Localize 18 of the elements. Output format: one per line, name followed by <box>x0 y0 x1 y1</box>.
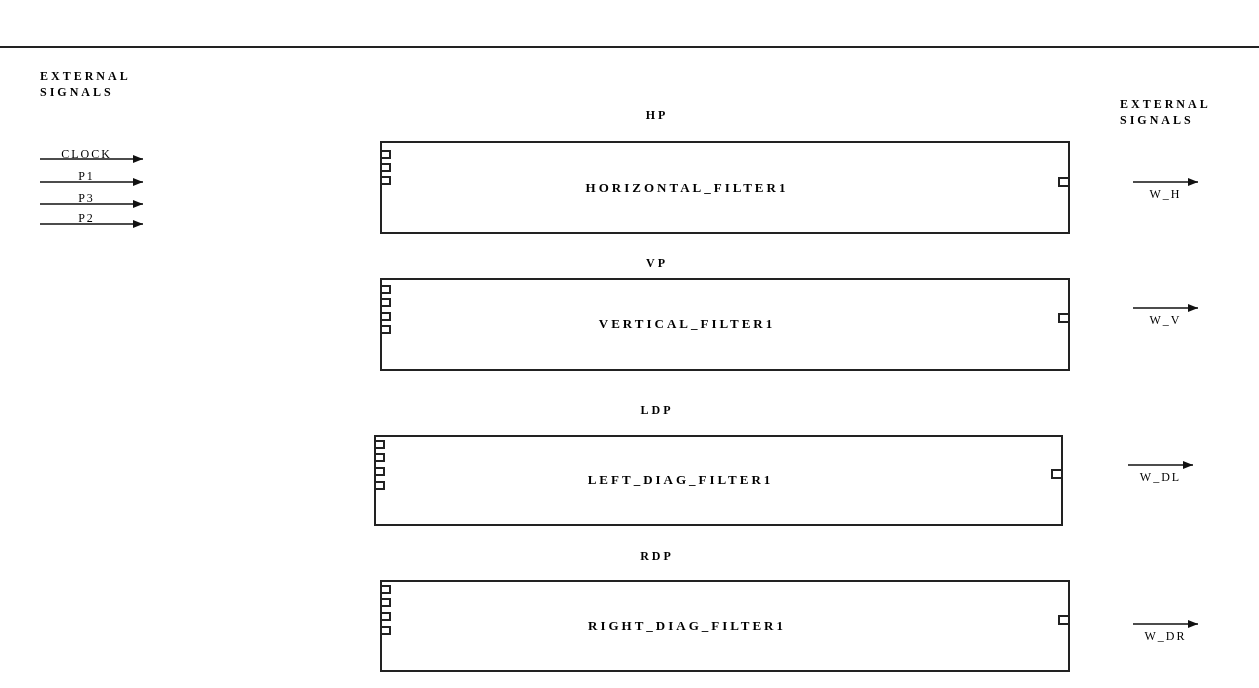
signal-label: CLOCK <box>61 148 112 160</box>
block-name: HORIZONTAL_FILTER1 <box>585 180 789 196</box>
signal-label: P2 <box>78 212 95 224</box>
signal-label: P3 <box>78 192 95 204</box>
port-heading: VP <box>646 256 668 271</box>
signal-label: W_DR <box>1144 630 1187 642</box>
signal-label: W_H <box>1149 188 1182 200</box>
block-name: LEFT_DIAG_FILTER1 <box>587 472 774 488</box>
signal-label: W_V <box>1149 314 1182 326</box>
section-heading: EXTERNAL SIGNALS <box>1120 96 1212 128</box>
port-heading: RDP <box>640 549 674 564</box>
port-heading: LDP <box>640 403 674 418</box>
signal-label: P1 <box>78 170 95 182</box>
section-heading: EXTERNAL SIGNALS <box>40 68 132 100</box>
block-name: VERTICAL_FILTER1 <box>598 316 776 332</box>
port-heading: HP <box>645 108 669 123</box>
signal-label: W_DL <box>1139 471 1182 483</box>
block-name: RIGHT_DIAG_FILTER1 <box>588 618 786 634</box>
